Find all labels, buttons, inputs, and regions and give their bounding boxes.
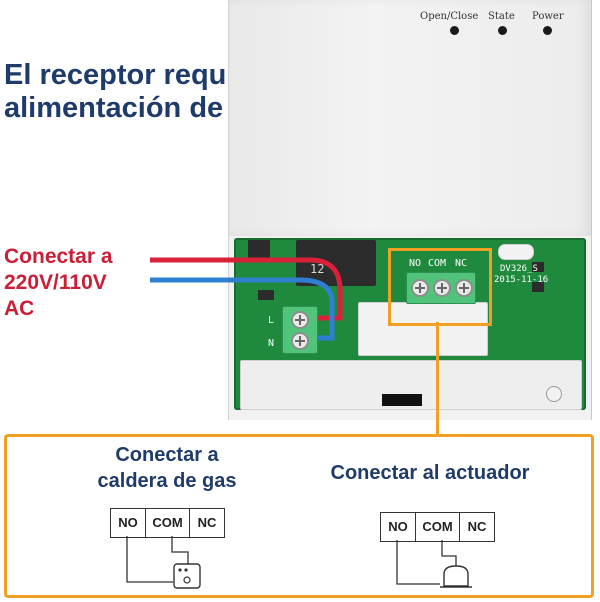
terminal-highlight-box	[388, 248, 492, 326]
pcb-date-label: 2015-11-16	[494, 275, 549, 285]
relay-number: 12	[310, 262, 325, 276]
screw-icon	[411, 279, 429, 297]
indicator-label-open-close: Open/Close	[420, 11, 479, 22]
screw-icon	[291, 332, 309, 350]
indicator-label-state: State	[488, 11, 515, 22]
mounting-hole	[546, 386, 562, 402]
power-label-line-1: Conectar a	[4, 245, 113, 268]
pcb-terminal-label-nc: NC	[455, 258, 468, 269]
actuator-heading: Conectar al actuador	[330, 462, 530, 484]
pcb-model-label: DV326_S	[500, 264, 538, 274]
boiler-terminal-row: NO COM NC	[110, 508, 225, 538]
screw-icon	[455, 279, 473, 297]
actuator-terminal-no: NO	[380, 512, 416, 542]
chip-component	[532, 262, 544, 272]
state-led-icon	[498, 26, 507, 35]
live-wire	[150, 257, 343, 321]
open-close-led-icon	[450, 26, 459, 35]
boiler-heading-line-1: Conectar a	[115, 444, 219, 466]
power-label-line-3: AC	[4, 297, 35, 320]
pcb-terminal-label-no: NO	[409, 258, 422, 269]
capacitor-component	[248, 240, 270, 260]
actuator-terminal-com: COM	[414, 512, 461, 542]
receiver-housing	[228, 0, 592, 236]
power-terminal-block	[282, 306, 318, 354]
actuator-terminal-nc: NC	[459, 512, 495, 542]
chip-component	[258, 290, 274, 300]
screw-icon	[291, 311, 309, 329]
power-terminal-label-l: L	[268, 315, 275, 326]
highlight-connector-line	[436, 322, 439, 436]
relay-terminal-block	[406, 272, 476, 304]
actuator-wiring	[396, 540, 472, 588]
power-terminal-label-n: N	[268, 338, 275, 349]
wiring-panel	[4, 434, 594, 598]
gas-boiler-icon	[173, 563, 201, 589]
boiler-terminal-no: NO	[110, 508, 146, 538]
neutral-wire	[150, 277, 335, 341]
boiler-terminal-nc: NC	[189, 508, 225, 538]
power-led-icon	[543, 26, 552, 35]
pcb-terminal-label-com: COM	[428, 258, 447, 269]
screw-icon	[433, 279, 451, 297]
actuator-icon	[443, 565, 469, 587]
actuator-terminal-row: NO COM NC	[380, 512, 495, 542]
power-label-line-2: 220V/110V	[4, 271, 107, 294]
connector-slot	[382, 394, 422, 406]
boiler-terminal-com: COM	[144, 508, 191, 538]
chip-component	[532, 282, 544, 292]
mounting-slot	[498, 244, 534, 260]
boiler-heading-line-2: caldera de gas	[97, 470, 237, 492]
boiler-wiring	[126, 536, 201, 589]
indicator-label-power: Power	[532, 11, 564, 22]
